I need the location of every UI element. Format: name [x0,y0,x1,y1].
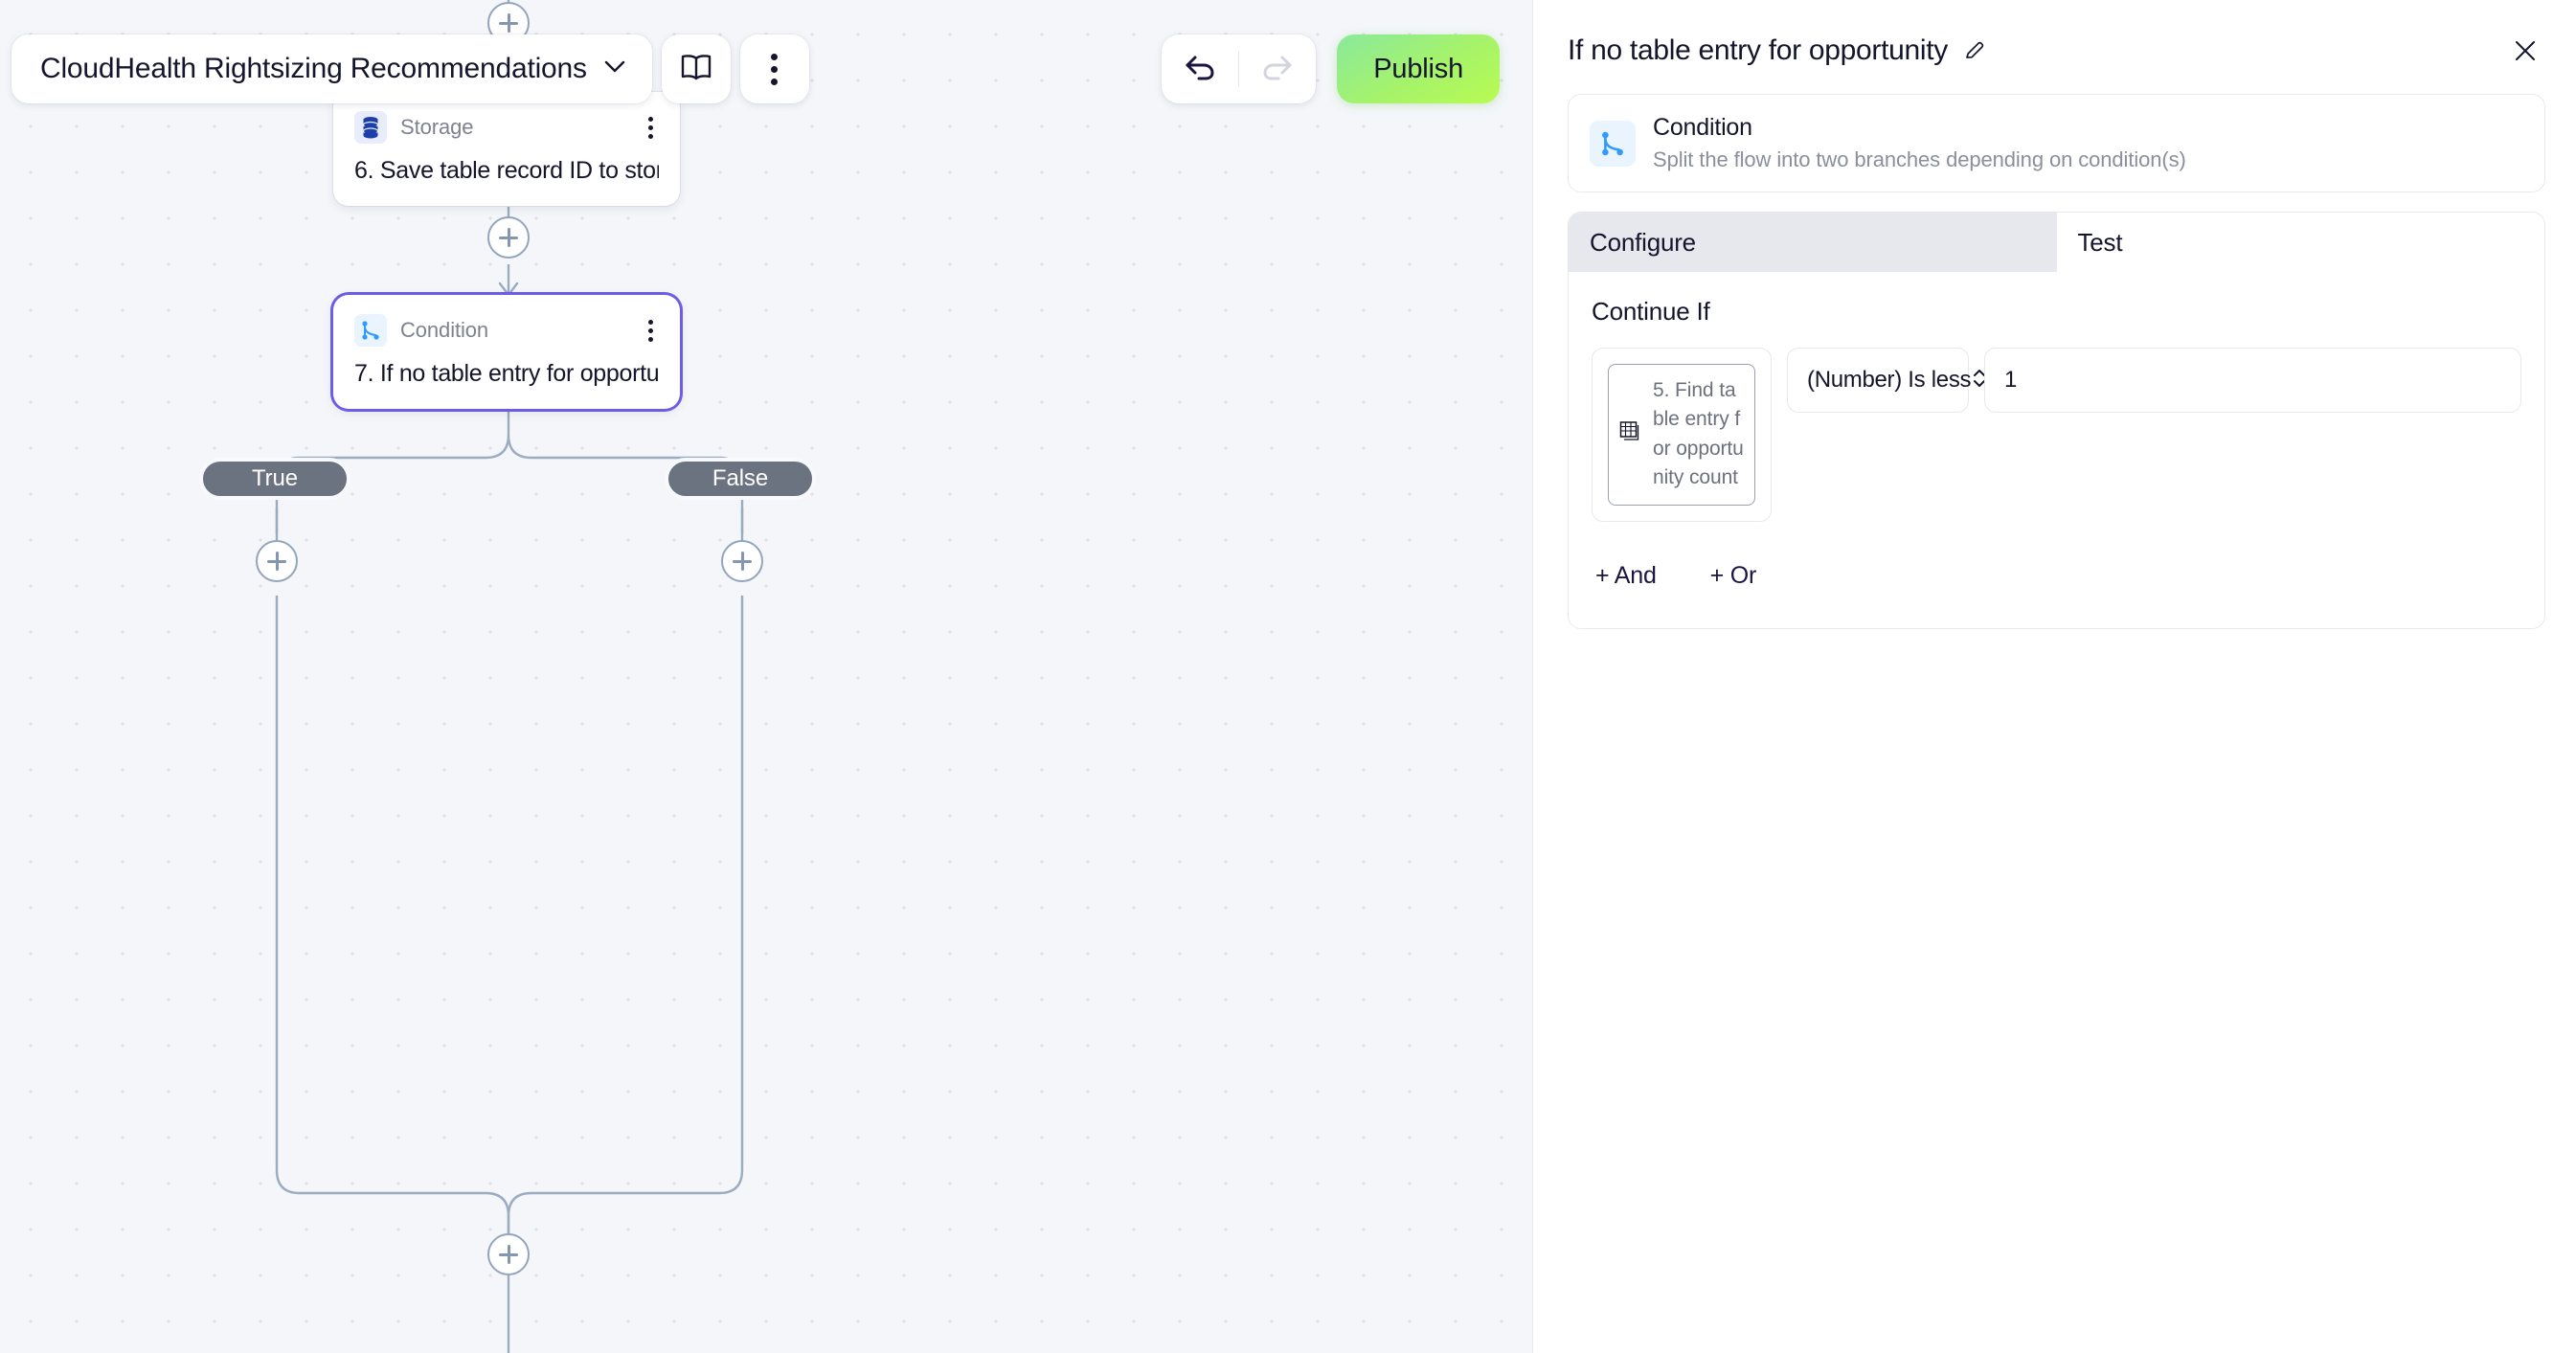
token-chip[interactable]: 5. Find table entry for opportunity coun… [1608,364,1755,506]
node-info-name: Condition [1653,114,1752,141]
panel-title: If no table entry for opportunity [1568,34,1949,66]
node-type-label: Condition [400,318,489,342]
chevron-up-down-icon [1971,366,1988,395]
node-title: 7. If no table entry for opportu... [354,360,659,387]
history-controls [1162,34,1317,103]
history-divider [1238,52,1240,86]
flow-name-label: CloudHealth Rightsizing Recommendations [40,53,587,84]
tab-configure[interactable]: Configure [1569,213,2057,272]
branch-icon [1590,120,1636,167]
add-node-button-true-branch[interactable] [256,540,298,582]
continue-if-label: Continue If [1592,297,1710,326]
condition-value-input[interactable] [1984,348,2521,413]
node-config-panel: If no table entry for opportunity [1532,0,2576,1353]
operator-value: (Number) Is less [1807,367,1972,393]
node-title: 6. Save table record ID to stor... [354,157,659,184]
undo-icon [1184,53,1216,86]
redo-button[interactable] [1239,34,1316,103]
condition-operand-field[interactable]: 5. Find table entry for opportunity coun… [1592,348,1772,522]
add-node-button-merge[interactable] [487,1233,530,1275]
token-label: 5. Find table entry for opportunity coun… [1653,379,1744,489]
add-node-button-after-storage[interactable] [487,216,530,259]
node-more-button-condition[interactable] [643,316,659,346]
flow-canvas[interactable]: CloudHealth Rightsizing Recommendations [0,0,1532,1353]
condition-operator-select[interactable]: (Number) Is less [1787,348,1986,413]
tab-test[interactable]: Test [2056,213,2544,272]
canvas-toolbar-right: Publish [1162,34,1500,103]
node-info-description: Split the flow into two branches dependi… [1653,147,2186,171]
node-header: Storage [354,111,659,144]
node-header: Condition [354,314,659,347]
logic-buttons: + And + Or [1569,522,2544,628]
table-icon [1618,419,1643,449]
publish-button[interactable]: Publish [1337,34,1500,103]
node-type-label: Storage [400,115,474,139]
canvas-more-button[interactable] [739,34,809,103]
flow-name-selector[interactable]: CloudHealth Rightsizing Recommendations [11,34,652,103]
config-tabs: Configure Test [1569,213,2544,272]
book-icon [680,53,712,86]
flow-edges [275,0,744,1353]
add-and-button[interactable]: + And [1595,561,1657,589]
pencil-icon[interactable] [1963,39,1986,62]
flow-node-storage[interactable]: Storage 6. Save table record ID to stor.… [333,92,680,206]
branch-label-true[interactable]: True [199,458,350,500]
node-more-button-storage[interactable] [643,113,659,143]
add-node-button-false-branch[interactable] [721,540,763,582]
redo-icon [1261,53,1294,86]
flow-node-condition[interactable]: Condition 7. If no table entry for oppor… [333,295,680,409]
more-vertical-icon [771,53,779,85]
chevron-down-icon [604,60,625,79]
database-icon [354,111,387,144]
node-info-text: Condition Split the flow into two branch… [1653,114,2186,172]
branch-icon [354,314,387,347]
documentation-button[interactable] [661,34,731,103]
condition-row: 5. Find table entry for opportunity coun… [1569,327,2544,522]
config-card: Configure Test Continue If 5. F [1568,212,2545,629]
undo-button[interactable] [1162,34,1238,103]
canvas-toolbar-left: CloudHealth Rightsizing Recommendations [11,34,809,103]
add-or-button[interactable]: + Or [1709,561,1757,589]
panel-header: If no table entry for opportunity [1568,21,2545,80]
node-info-card: Condition Split the flow into two branch… [1568,94,2545,192]
close-icon[interactable] [2505,31,2545,71]
branch-label-false[interactable]: False [665,458,816,500]
